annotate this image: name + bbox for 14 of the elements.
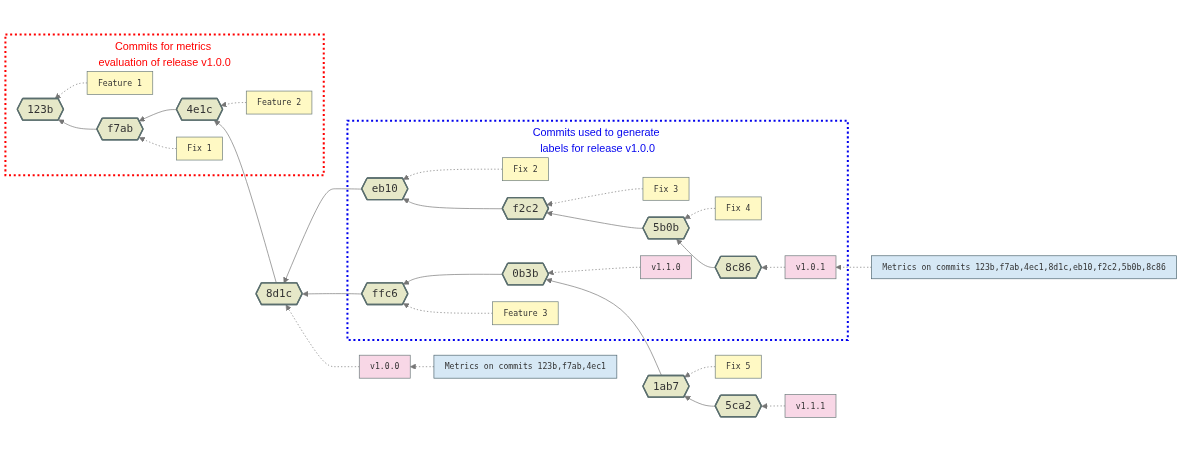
- node-box: v1.0.1: [784, 255, 837, 280]
- node-box: Metrics on commits 123b,f7ab,4ec1: [433, 354, 618, 379]
- node-box: Fix 1: [176, 136, 223, 161]
- node-box: v1.0.0: [358, 354, 411, 379]
- node-box: Feature 3: [492, 301, 559, 326]
- node-box: Fix 2: [502, 157, 549, 181]
- node-box: v1.1.1: [784, 394, 837, 418]
- node-box: Metrics on commits 123b,f7ab,4ec1,8d1c,eb10,f2c2,5b0b,8c86: [871, 255, 1177, 280]
- node-box: Feature 1: [86, 71, 154, 95]
- node-box: Feature 2: [245, 90, 313, 115]
- node-box: Fix 3: [642, 176, 690, 201]
- node-box: v1.1.0: [640, 255, 692, 280]
- node-box: Fix 5: [714, 354, 762, 379]
- node-box: Fix 4: [714, 196, 762, 221]
